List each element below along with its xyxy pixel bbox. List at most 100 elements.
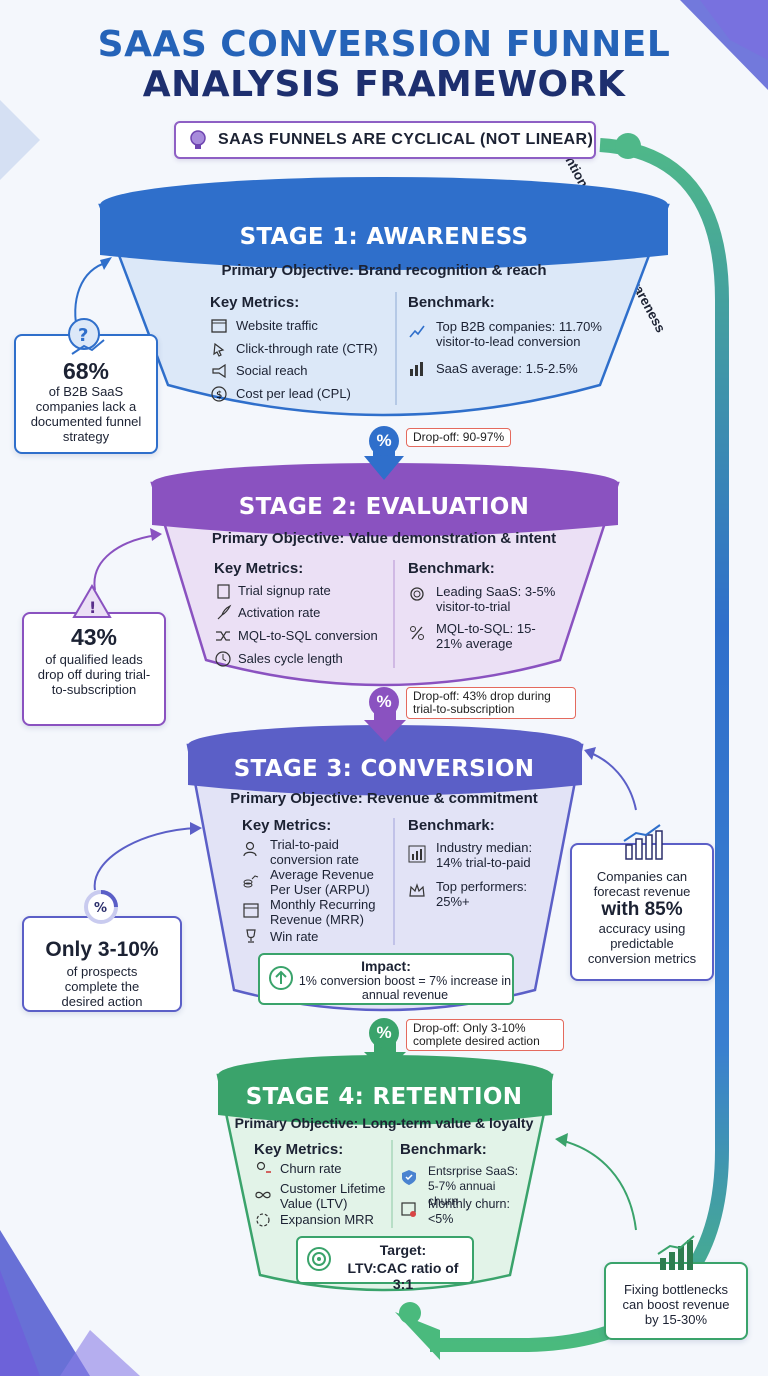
stage2-benchmark: MQL-to-SQL: 15-21% average [436, 621, 536, 651]
stage2-metric: Sales cycle length [238, 651, 343, 666]
stage4-benchmark: Monthly churn: <5% [428, 1197, 510, 1226]
stat-value: 68% [62, 358, 110, 384]
stage4-metric: Churn rate [280, 1161, 342, 1176]
impact-text: 1% conversion boost = 7% increase in ann… [298, 974, 512, 1002]
stage1-benchmark-label: Benchmark: [408, 294, 495, 311]
target-text: LTV:CAC ratio of 3:1 [347, 1260, 459, 1292]
question-growth-icon: ? [68, 318, 105, 355]
page-title-line2: ANALYSIS FRAMEWORK [142, 64, 626, 105]
percent-badge-2: % [369, 687, 399, 717]
shuffle-icon [216, 631, 230, 641]
crown-icon [409, 883, 425, 897]
stage4-objective: Primary Objective: Long-term value & loy… [234, 1115, 534, 1131]
svg-text:%: % [94, 901, 107, 916]
browser-icon [211, 319, 227, 333]
stat-description: of prospects complete the desired action [61, 964, 143, 1009]
stage2-metric: Trial signup rate [238, 583, 331, 598]
user-dollar-icon [243, 841, 257, 857]
dropoff-1: Drop-off: 90-97% [406, 428, 512, 447]
stage4-metrics-label: Key Metrics: [254, 1141, 344, 1158]
lightbulb-icon [190, 130, 206, 149]
stat-value: with 85% [601, 899, 683, 920]
stat-description: Fixing bottlenecks can boost revenue by … [622, 1282, 730, 1327]
stat-prefix: Companies can forecast revenue [593, 869, 691, 899]
stage1-objective: Primary Objective: Brand recognition & r… [221, 262, 547, 279]
stage1-metric: Click-through rate (CTR) [236, 341, 378, 356]
cursor-click-icon [213, 342, 225, 357]
stage3-metric: Trial-to-paid conversion rate [270, 837, 359, 867]
stat-description: of B2B SaaS companies lack a documented … [30, 384, 142, 444]
stat-value: 43% [70, 624, 118, 650]
clock-icon [215, 651, 231, 667]
megaphone-icon [212, 363, 226, 379]
target-box: Target: LTV:CAC ratio of 3:1 [296, 1236, 474, 1292]
impact-box: Impact: 1% conversion boost = 7% increas… [258, 953, 514, 1005]
stage4-metric: Expansion MRR [280, 1212, 374, 1227]
target-icon [307, 1247, 331, 1271]
trophy-icon [246, 929, 256, 943]
stage3-title: STAGE 3: CONVERSION [233, 756, 535, 782]
stage1-metric: Social reach [236, 363, 308, 378]
stat-card-85: Companies can forecast revenue with 85% … [570, 824, 714, 981]
stage3-metrics-label: Key Metrics: [242, 817, 332, 834]
page-title-line1: SAAS CONVERSION FUNNEL [97, 24, 671, 65]
svg-text:?: ? [78, 325, 88, 346]
dropoff-2: Drop-off: 43% drop during trial-to-subsc… [406, 687, 576, 719]
cyclical-callout: SAAS FUNNELS ARE CYCLICAL (NOT LINEAR) [174, 121, 596, 159]
stat-card-68: ? 68% of B2B SaaS companies lack a docum… [14, 318, 158, 454]
user-minus-icon [256, 1161, 271, 1173]
stage1-metrics-label: Key Metrics: [210, 294, 300, 311]
stat-description: accuracy using predictable conversion me… [587, 921, 697, 966]
stage3-metric: Average Revenue Per User (ARPU) [270, 867, 374, 897]
stage3-metric: Win rate [270, 929, 319, 944]
stage2-title: STAGE 2: EVALUATION [238, 494, 530, 520]
stage2-benchmark: Leading SaaS: 3-5% visitor-to-trial [436, 584, 556, 614]
warning-icon: ! [72, 584, 112, 618]
cyclical-callout-text: SAAS FUNNELS ARE CYCLICAL (NOT LINEAR) [218, 131, 594, 148]
stage2-benchmark-label: Benchmark: [408, 560, 495, 577]
stage1-metric: Cost per lead (CPL) [236, 386, 351, 401]
award-icon [410, 587, 424, 601]
rocket-icon [217, 604, 232, 620]
stat-card-3-10: % Only 3-10% of prospects complete the d… [22, 890, 182, 1012]
stage1-benchmark: Top B2B companies: 11.70% visitor-to-lea… [436, 319, 602, 349]
svg-text:!: ! [89, 598, 96, 617]
stage3-benchmark: Industry median: 14% trial-to-paid [436, 840, 533, 870]
stage3-benchmark: Top performers: 25%+ [436, 879, 528, 909]
calendar-dollar-icon [243, 903, 259, 918]
trend-up-icon [409, 325, 425, 338]
growth-chart-icon [623, 824, 663, 860]
dollar-coin-icon: $ [211, 386, 227, 402]
stage2-metric: Activation rate [238, 605, 321, 620]
stage4-title: STAGE 4: RETENTION [245, 1084, 523, 1110]
stage3-objective: Primary Objective: Revenue & commitment [230, 790, 538, 807]
stage4-metric: Customer Lifetime Value (LTV) [280, 1181, 386, 1211]
svg-text:$: $ [216, 390, 222, 401]
stage1-metric: Website traffic [236, 318, 318, 333]
stage3-benchmark-label: Benchmark: [408, 817, 495, 834]
stage1-title: STAGE 1: AWARENESS [239, 224, 529, 250]
coins-chart-icon [243, 875, 259, 888]
stage2-metric: MQL-to-SQL conversion [238, 628, 378, 643]
stat-card-bottlenecks: Fixing bottlenecks can boost revenue by … [604, 1235, 748, 1340]
stage4-benchmark-label: Benchmark: [400, 1141, 487, 1158]
infinity-icon [255, 1191, 271, 1199]
stage1-benchmark: SaaS average: 1.5-2.5% [436, 361, 578, 376]
percent-badge-3: % [369, 1018, 399, 1048]
stage2-metrics-label: Key Metrics: [214, 560, 304, 577]
percent-icon [410, 626, 424, 640]
stat-value: Only 3-10% [45, 938, 159, 961]
gear-icon [256, 1213, 270, 1227]
target-title: Target: [379, 1242, 427, 1258]
stage2-objective: Primary Objective: Value demonstration &… [211, 530, 557, 547]
shield-check-icon [402, 1170, 416, 1185]
arrow-up-icon [269, 966, 293, 990]
progress-ring-icon: % [84, 890, 118, 924]
growth-bars-icon [657, 1235, 695, 1270]
bar-chart-icon [408, 845, 426, 863]
stat-description: of qualified leads drop off during trial… [37, 652, 151, 697]
stage3-metric: Monthly Recurring Revenue (MRR) [270, 897, 376, 927]
dropoff-3: Drop-off: Only 3-10% complete desired ac… [406, 1019, 564, 1051]
stage4-benchmark: Entsrprise SaaS: 5-7% annuai churn [428, 1164, 519, 1208]
